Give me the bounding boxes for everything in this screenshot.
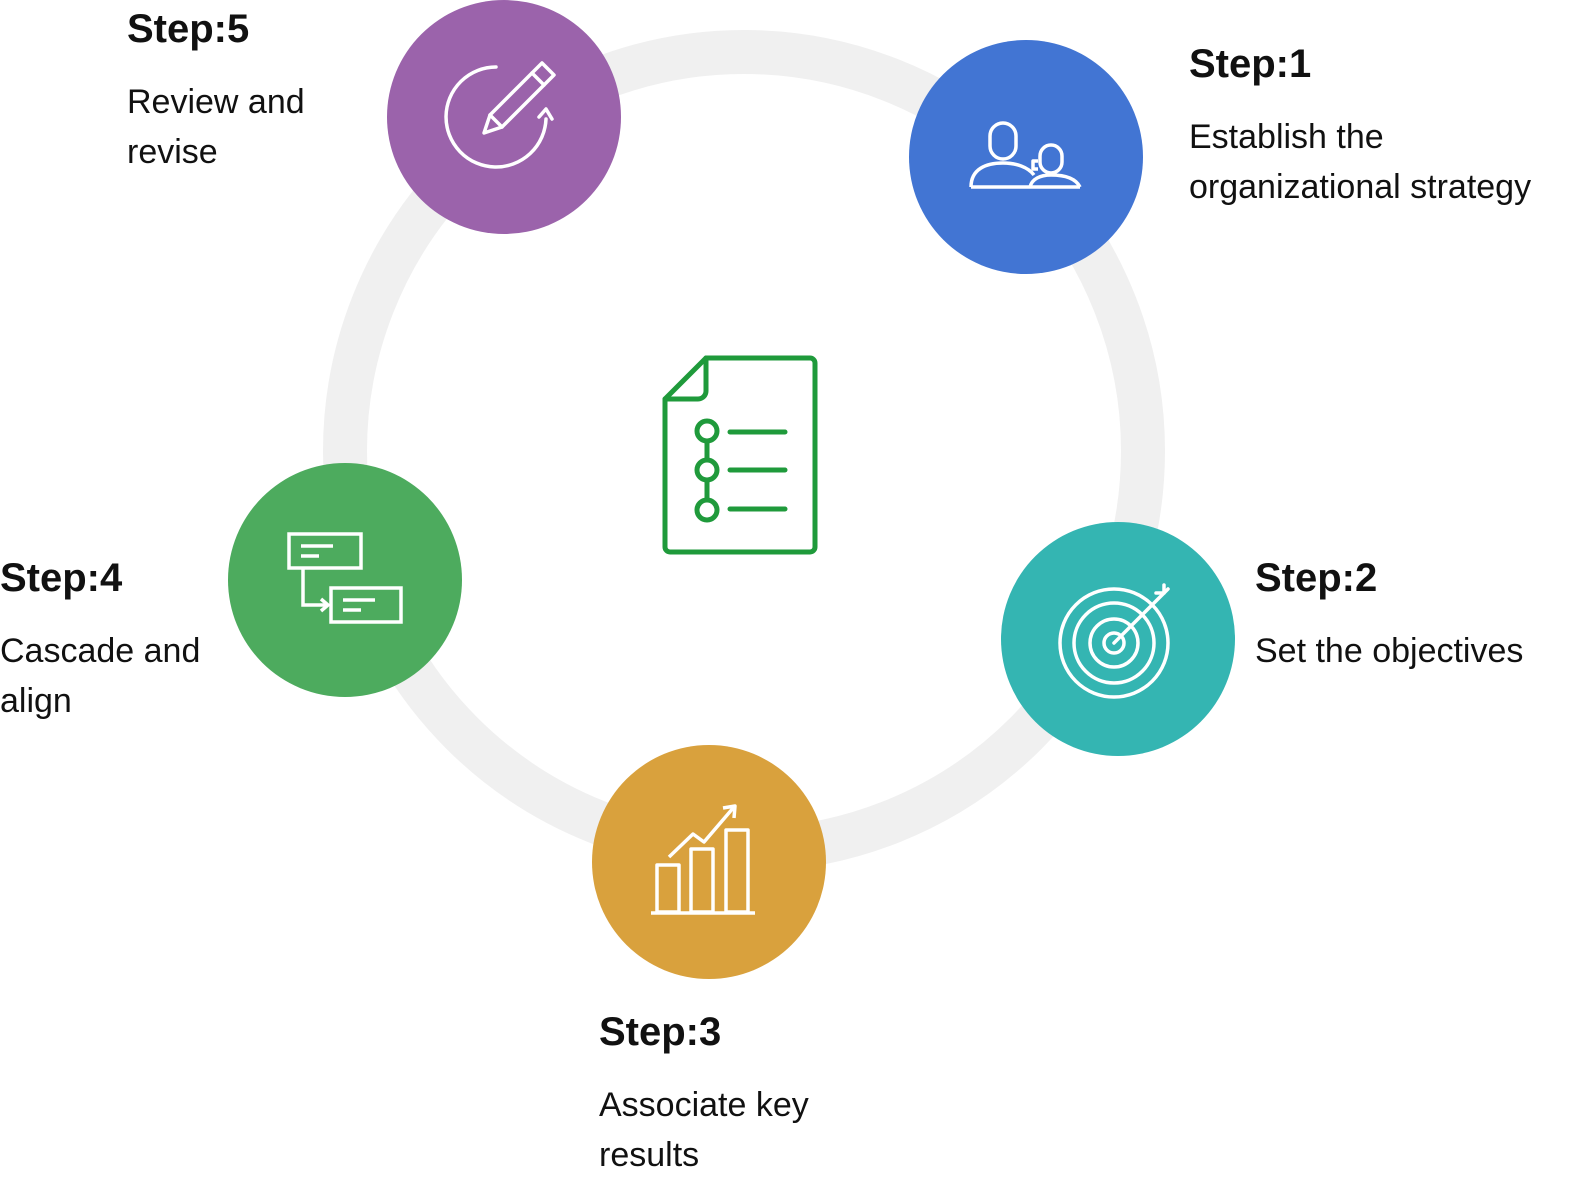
step-3-circle bbox=[592, 745, 826, 979]
step-1-desc: Establish the organizational strategy bbox=[1189, 118, 1532, 206]
step-2-circle bbox=[1001, 522, 1235, 756]
step-1-label: Step:1 Establish the organizational stra… bbox=[1189, 42, 1579, 212]
step-1-circle bbox=[909, 40, 1143, 274]
step-2-label: Step:2 Set the objectives bbox=[1255, 556, 1588, 676]
cascade-boxes-icon bbox=[287, 532, 403, 624]
step-5-circle bbox=[387, 0, 621, 234]
step-5-desc: Review and revise bbox=[127, 83, 305, 171]
step-1-title: Step:1 bbox=[1189, 42, 1312, 86]
target-icon bbox=[1058, 583, 1170, 699]
step-4-desc: Cascade and align bbox=[0, 632, 201, 720]
step-3-label: Step:3 Associate key results bbox=[599, 1010, 839, 1180]
step-2-desc: Set the objectives bbox=[1255, 632, 1524, 670]
step-4-title: Step:4 bbox=[0, 556, 123, 600]
step-4-label: Step:4 Cascade and align bbox=[0, 556, 230, 726]
step-3-title: Step:3 bbox=[599, 1010, 722, 1054]
step-3-desc: Associate key results bbox=[599, 1086, 809, 1174]
step-4-circle bbox=[228, 463, 462, 697]
step-5-label: Step:5 Review and revise bbox=[127, 7, 337, 177]
people-icon bbox=[969, 121, 1082, 189]
edit-refresh-icon bbox=[444, 61, 556, 169]
checklist-document-icon bbox=[662, 355, 818, 555]
step-5-title: Step:5 bbox=[127, 7, 250, 51]
step-2-title: Step:2 bbox=[1255, 556, 1378, 600]
bar-chart-growth-icon bbox=[651, 804, 755, 915]
